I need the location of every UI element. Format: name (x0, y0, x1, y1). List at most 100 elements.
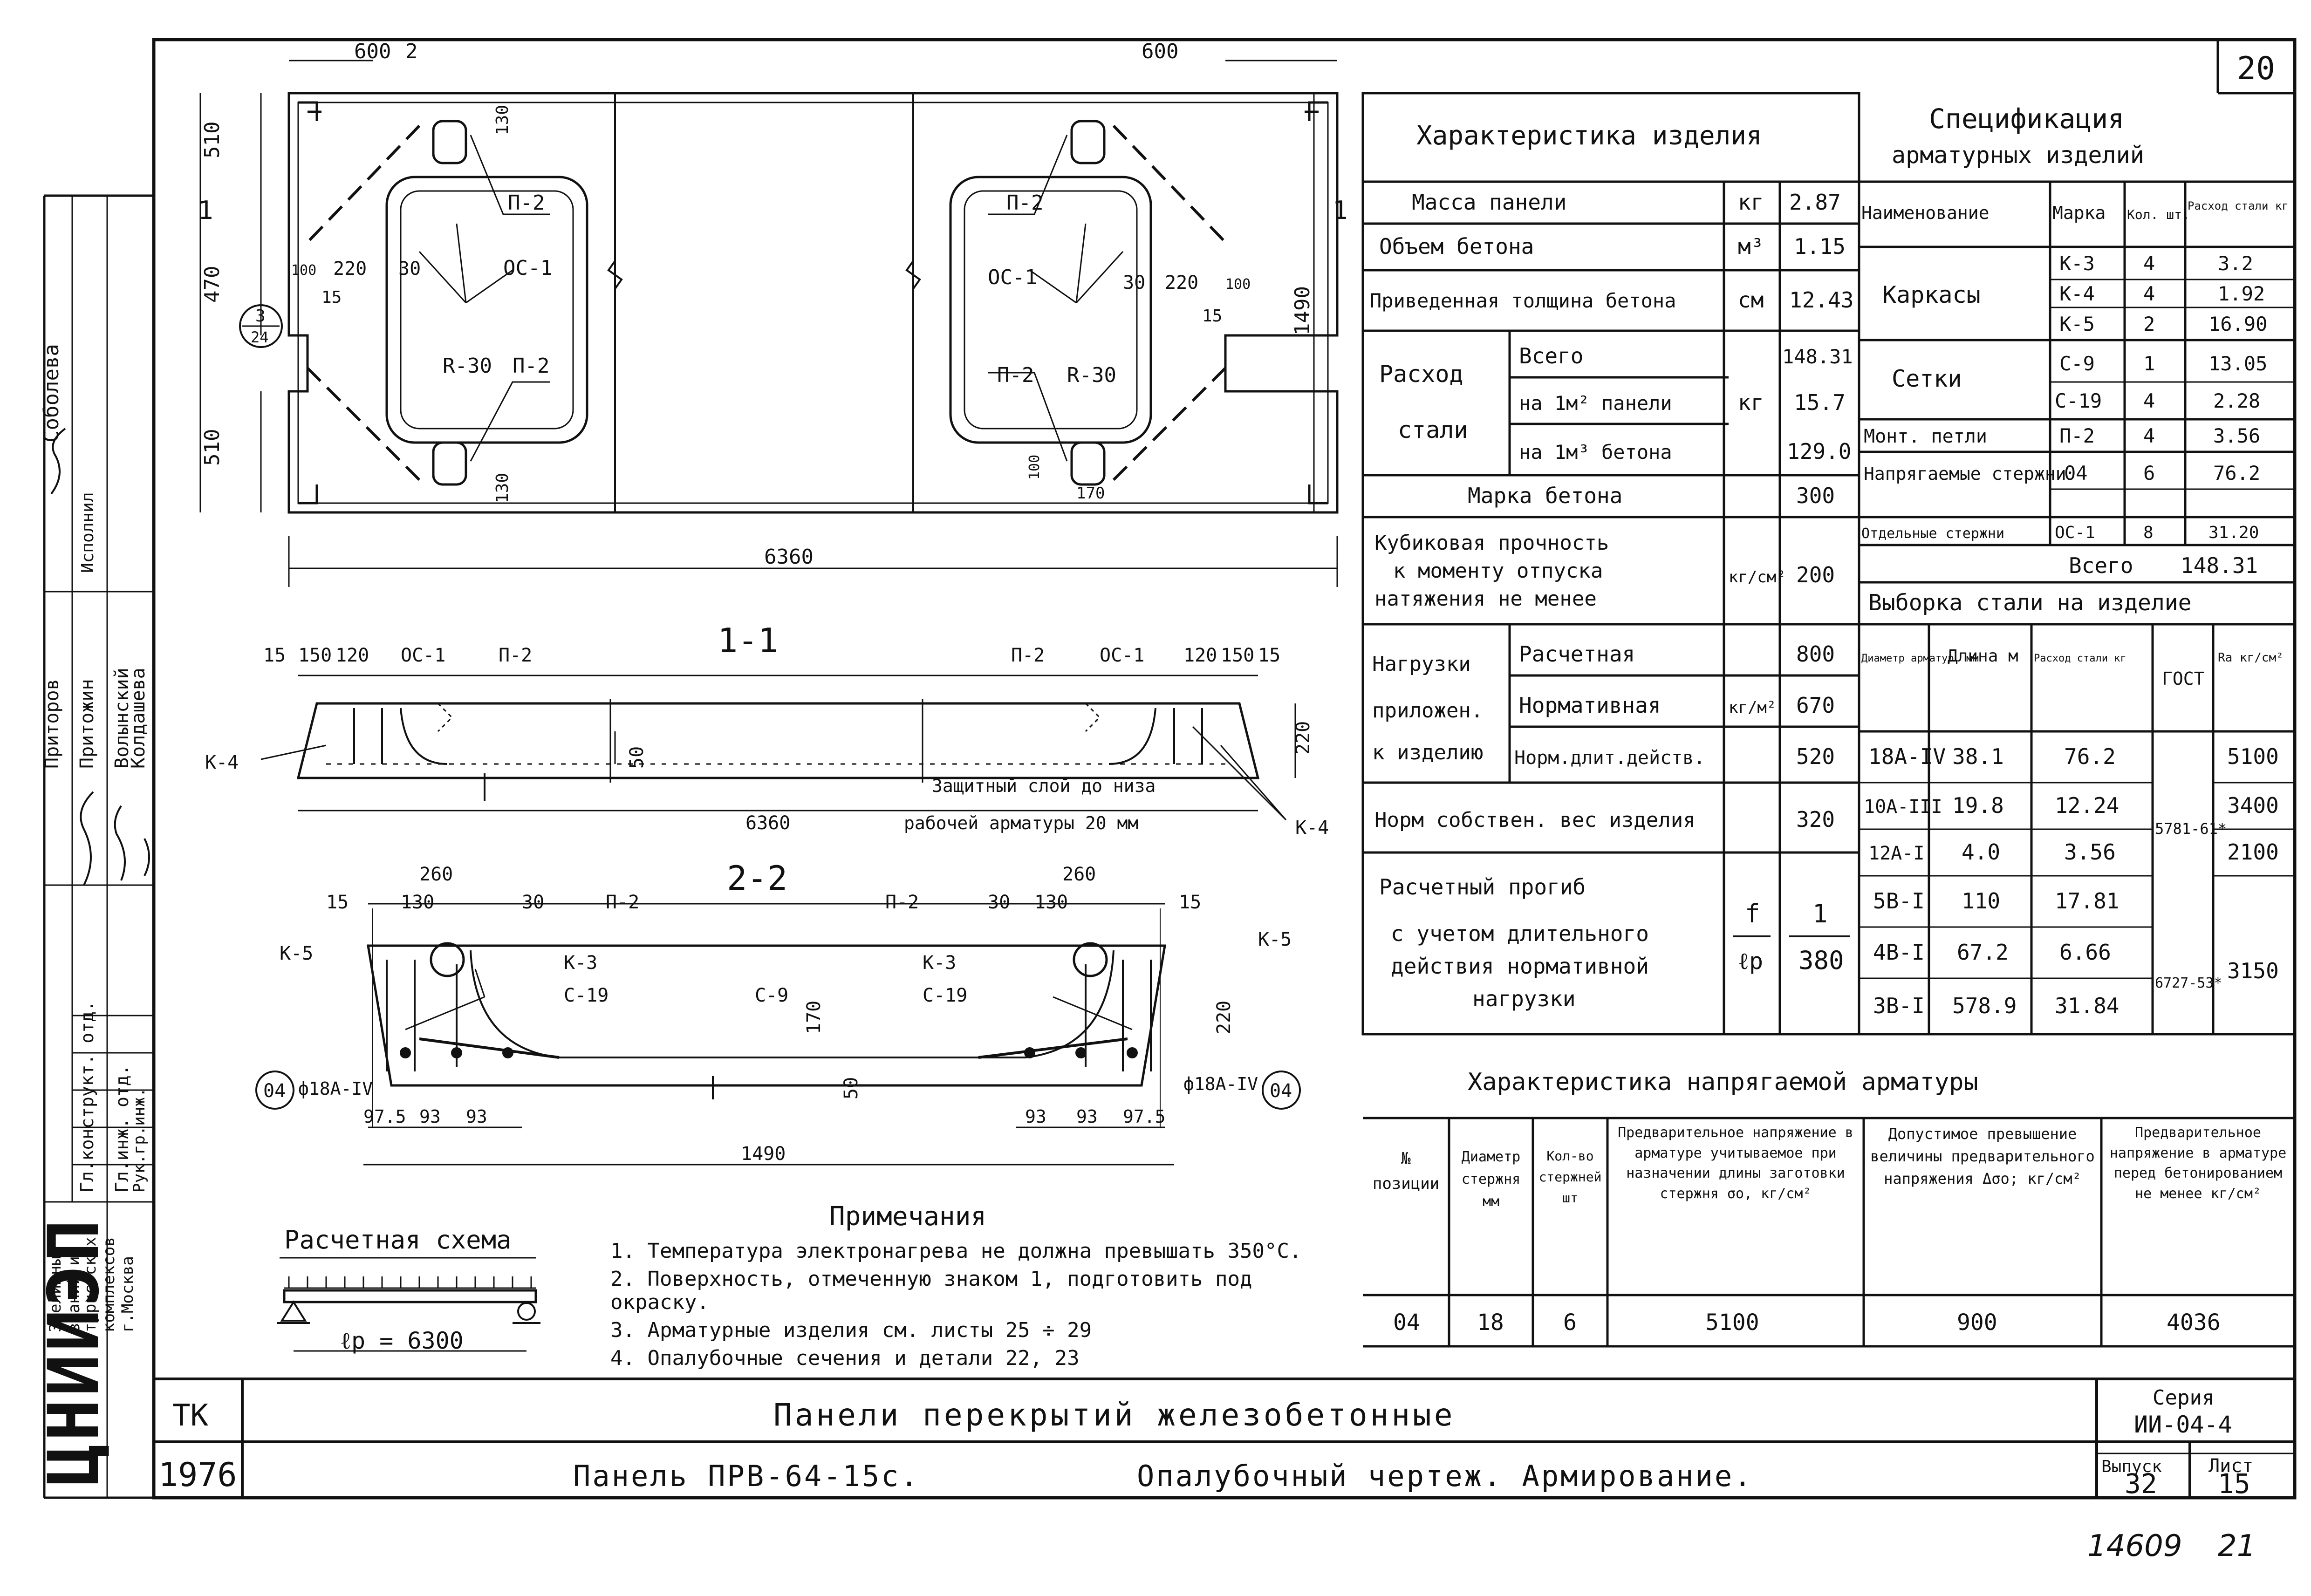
s11-dim-6360: 6360 (745, 812, 790, 834)
tb-series-value: ИИ-04-4 (2134, 1411, 2232, 1438)
loads-label-1: приложен. (1372, 699, 1483, 723)
spec-g2-r0-mark: П-2 (2059, 424, 2095, 447)
tb-tk: ТК (172, 1398, 209, 1433)
deflection-unit-bottom: ℓр (1738, 948, 1763, 975)
characteristics-table (1361, 92, 1860, 1036)
s22-dim-50: 50 (841, 1077, 862, 1099)
s22-dim-bl-2: 93 (466, 1106, 487, 1127)
s22-dim-260-l: 260 (419, 864, 453, 885)
dim-510-bottom: 510 (200, 429, 224, 466)
plan-label-p2-d: П-2 (997, 363, 1034, 387)
detail-circle-top: 3 (255, 307, 266, 326)
ps-val-0: 04 (1393, 1310, 1420, 1336)
org-line-2: туристских (81, 1237, 100, 1332)
s11-dim-15-l: 15 (263, 645, 286, 666)
spec-g0-r2-mark: К-5 (2059, 313, 2095, 335)
sig-name-1: Притожин (76, 679, 98, 769)
s22-pos-left: 04 (263, 1080, 286, 1102)
sel-r3-l: 110 (1962, 888, 2000, 914)
steel-row-0-value: 148.31 (1782, 345, 1853, 368)
sig-name-4: Колдашева (128, 668, 149, 769)
tb-title-sheet: Опалубочный чертеж. Армирование. (1137, 1459, 1753, 1493)
cube-value: 200 (1796, 562, 1835, 587)
loads-label-0: Нагрузки (1372, 652, 1471, 676)
ps-hdr-5: Предварительное напряжение в арматуре пе… (2109, 1125, 2287, 1202)
corner-number: 20 (2237, 50, 2275, 87)
cube-line-2: натяжения не менее (1374, 587, 1597, 611)
specification-table (1859, 180, 2295, 626)
cut-marker-left: 1 (198, 196, 213, 225)
spec-g3-r0-mark: 04 (2064, 462, 2088, 484)
sel-r1-d: 10А-III (1864, 796, 1942, 818)
loads-row-2-value: 520 (1796, 744, 1835, 769)
s11-dim-150-l: 150 (298, 645, 332, 666)
sel-r2-r: 2100 (2227, 839, 2279, 865)
s22-dim-br-0: 93 (1025, 1106, 1046, 1127)
char-thick-value: 12.43 (1789, 287, 1853, 313)
section-1-1-labels: 1-1 15 150 120 ОС-1 П-2 П-2 ОС-1 120 150… (205, 621, 1329, 839)
spec-g1-r0-mark: С-9 (2059, 352, 2095, 375)
spec-g0-r1-kg: 1.92 (2218, 282, 2265, 305)
s11-dim-150-r: 150 (1221, 645, 1254, 666)
dim-470: 470 (200, 266, 224, 303)
sel-r1-l: 19.8 (1952, 793, 2004, 818)
sel-r2-d: 12А-I (1868, 843, 1924, 864)
plan-label-p2-b: П-2 (513, 354, 549, 378)
pos-circle-left (255, 1071, 294, 1110)
spec-g2-r0-kg: 3.56 (2213, 424, 2260, 447)
left-signature-block: Гл.конструкт. отд. Гл.инж. отд. Гл.инж.п… (34, 344, 150, 1486)
dim-220-right: 220 (1165, 272, 1198, 293)
calc-scheme-span: ℓр = 6300 (340, 1327, 464, 1354)
ps-hdr-3: Предварительное напряжение в арматуре уч… (1618, 1125, 1853, 1202)
spec-g0-r0-kg: 3.2 (2218, 252, 2253, 275)
dim-170-bottom: 170 (1076, 484, 1105, 503)
sel-r4-l: 67.2 (1957, 940, 2009, 965)
s11-dim-120-l: 120 (335, 645, 369, 666)
spec-g1-r1-kg: 2.28 (2213, 389, 2260, 412)
sel-r2-l: 4.0 (1962, 839, 2000, 865)
tb-series-label: Серия (2153, 1386, 2214, 1410)
tb-issue-label: Выпуск (2101, 1457, 2162, 1476)
cube-line-0: Кубиковая прочность (1374, 531, 1609, 555)
char-mass-value: 2.87 (1789, 190, 1841, 215)
sel-r5-d: 3В-I (1873, 993, 1925, 1018)
spec-g0-r1-mark: К-4 (2059, 282, 2095, 305)
spec-total-value: 148.31 (2181, 553, 2258, 578)
spec-g3-r0-kg: 76.2 (2213, 462, 2260, 484)
deflection-value-top: 1 (1812, 899, 1828, 928)
sel-r0-l: 38.1 (1952, 744, 2004, 769)
char-mass-unit: кг (1738, 190, 1764, 215)
s22-dim-220: 220 (1213, 1001, 1235, 1034)
sel-title: Выборка стали на изделие (1868, 590, 2192, 616)
s22-label-rebar-left: ф18А-IV (298, 1078, 373, 1099)
char-thick-name: Приведенная толщина бетона (1370, 289, 1676, 312)
spec-title-2: арматурных изделий (1892, 142, 2144, 169)
s22-label-p2-left: П-2 (606, 892, 639, 913)
ps-val-3: 5100 (1705, 1310, 1759, 1336)
title-block (154, 1378, 2295, 1498)
sig-role-3: Рук.гр.инж. (130, 1088, 149, 1193)
sel-r4-k: 6.66 (2059, 940, 2111, 965)
note-2b: окраску. (610, 1290, 709, 1314)
calc-scheme: Расчетная схема ℓр = 6300 (277, 1225, 540, 1354)
sel-r3-k: 17.81 (2055, 888, 2119, 914)
s11-dim-220: 220 (1292, 721, 1314, 755)
deflection-value-bottom: 380 (1798, 946, 1844, 975)
spec-hdr-2: Кол. шт. (2127, 207, 2190, 222)
section-2-2-labels: 2-2 260 260 130 130 15 15 30 30 170 220 … (255, 859, 1301, 1165)
char-volume-name: Объем бетона (1379, 234, 1534, 259)
tb-sheet-label: Лист (2208, 1455, 2253, 1477)
concrete-grade-value: 300 (1796, 483, 1835, 508)
section-1-1-title: 1-1 (718, 621, 778, 660)
prestress-table (1363, 1033, 2295, 1348)
spec-g4-r0-qty: 8 (2143, 523, 2154, 542)
sel-r0-r: 5100 (2227, 744, 2279, 769)
cube-line-1: к моменту отпуска (1393, 559, 1603, 583)
s11-label-p2-l: П-2 (499, 645, 532, 666)
dim-section-mark: 2 (405, 40, 418, 63)
char-volume-value: 1.15 (1794, 234, 1846, 259)
sel-hdr-4: Rа кг/см² (2218, 651, 2284, 665)
steel-label-1: Расход (1379, 361, 1463, 388)
s11-label-p2-r: П-2 (1011, 645, 1045, 666)
